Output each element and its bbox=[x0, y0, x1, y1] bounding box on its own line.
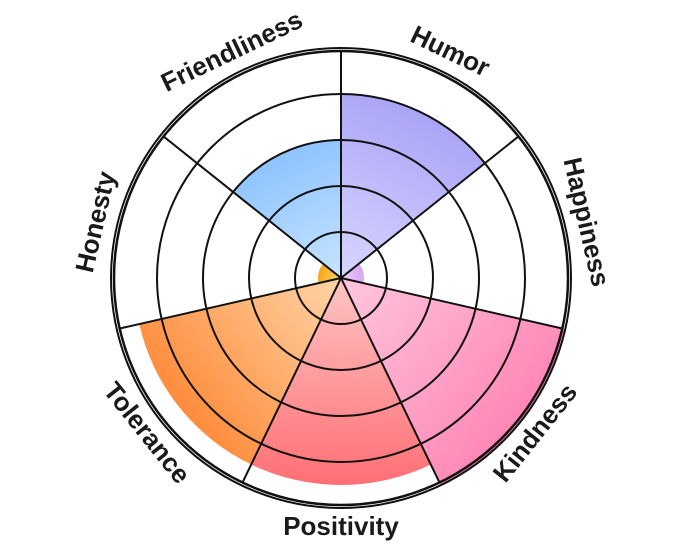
segment-positivity bbox=[251, 278, 431, 485]
segment-happiness bbox=[341, 263, 364, 284]
segment-friendliness bbox=[233, 140, 341, 278]
grid-ring bbox=[248, 185, 434, 371]
grid-ring bbox=[294, 231, 388, 325]
grid-ring bbox=[156, 93, 526, 463]
outer-ring bbox=[112, 49, 570, 507]
segment-kindness bbox=[341, 278, 566, 486]
spoke-line bbox=[340, 277, 441, 483]
label-happiness: Happiness bbox=[557, 154, 616, 289]
spoke-line bbox=[241, 277, 342, 483]
spoke-line bbox=[340, 135, 520, 279]
label-friendliness: Friendliness bbox=[156, 4, 307, 97]
grid-ring bbox=[110, 47, 572, 509]
label-positivity: Positivity bbox=[283, 511, 399, 541]
grid-ring bbox=[202, 139, 480, 417]
chart-grid bbox=[110, 47, 572, 509]
label-humor: Humor bbox=[406, 19, 495, 82]
spoke-line bbox=[119, 277, 342, 330]
segment-humor bbox=[341, 94, 485, 278]
spoke-line bbox=[340, 277, 563, 330]
segment-honesty bbox=[318, 263, 341, 284]
spoke-line bbox=[162, 135, 342, 279]
